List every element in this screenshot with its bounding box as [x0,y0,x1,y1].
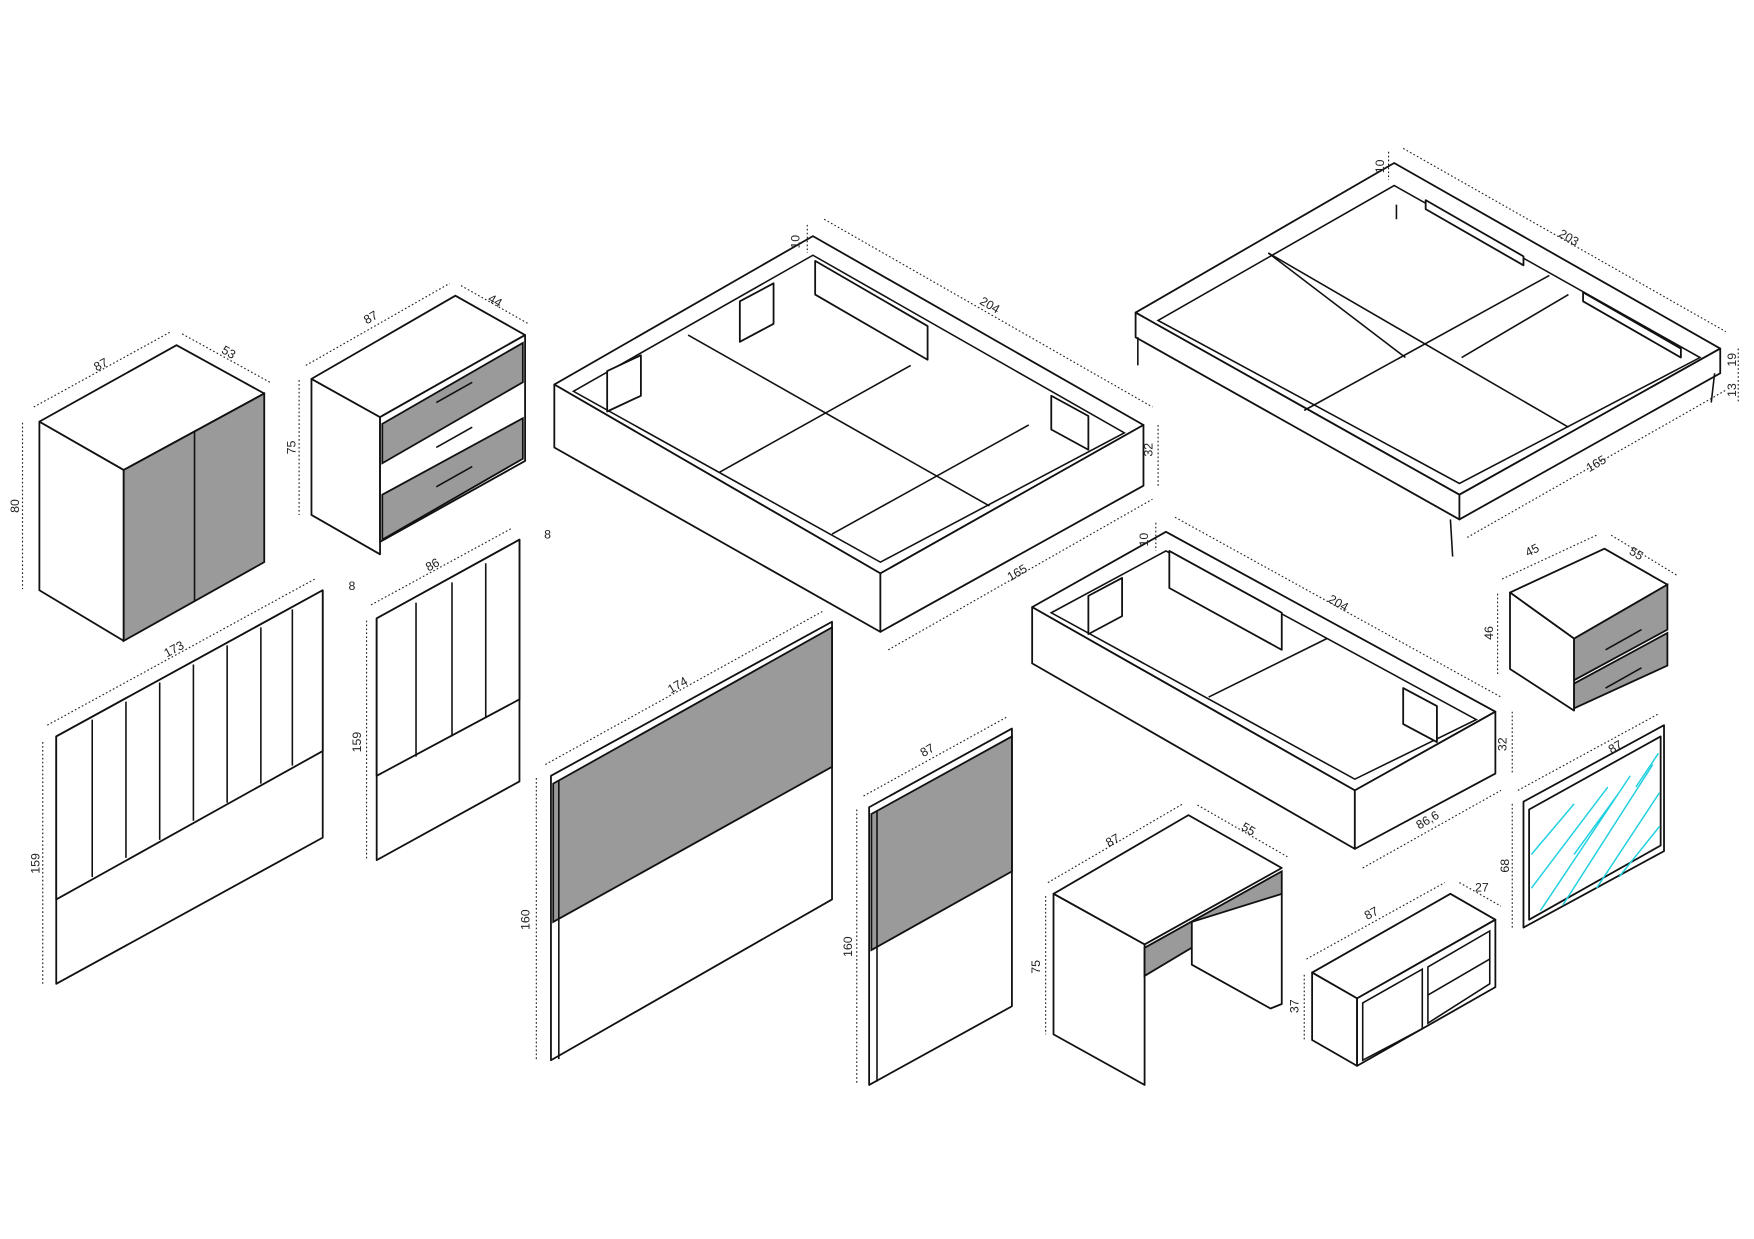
hb-plain-wide-width-label: 174 [665,674,690,696]
desk-width-label: 87 [1103,831,1122,850]
nightstand-depth-label: 55 [1627,544,1646,563]
bed-double-headboard-label: 10 [788,235,802,249]
shelf-width-label: 87 [1362,904,1381,923]
chest-depth-label: 44 [486,291,505,310]
bed-single-headboard-label: 10 [1137,533,1151,547]
wardrobe-width-label: 87 [92,355,111,374]
nightstand: 45 55 46 [1482,534,1678,712]
hb-narrow-width-label: 86 [423,555,442,574]
wardrobe-height-label: 80 [8,499,22,513]
hb-wide-depth-label: 8 [349,579,356,593]
headboard-vertical-narrow: 86 8 159 [350,527,551,862]
mirror-width-label: 87 [1606,737,1625,756]
nightstand-height-label: 46 [1482,626,1496,640]
wardrobe: 87 53 80 [8,331,271,643]
mirror: 87 68 [1498,713,1665,929]
nightstand-width-label: 45 [1523,541,1542,560]
chest-height-label: 75 [285,440,299,454]
desk: 87 55 75 [1029,803,1288,1086]
wardrobe-depth-label: 53 [219,343,238,362]
headboard-plain-wide: 174 160 [518,610,833,1062]
shelf-height-label: 37 [1288,999,1302,1013]
hb-narrow-height-label: 159 [350,732,364,753]
hb-wide-height-label: 159 [28,853,42,874]
bed-double-width-label: 165 [1005,561,1030,583]
mirror-height-label: 68 [1498,859,1512,873]
frame-width-label: 165 [1584,452,1609,474]
hb-narrow-depth-label: 8 [544,527,551,541]
chest-width-label: 87 [361,308,380,327]
storage-bed-single: 10 204 32 86,6 [1031,516,1513,869]
hb-plain-wide-height-label: 160 [518,909,532,930]
frame-length-label: 203 [1556,227,1581,249]
bed-double-length-label: 204 [977,294,1002,316]
headboard-vertical-wide: 173 8 159 [28,578,356,985]
shelf-depth-label: 27 [1475,880,1489,894]
desk-height-label: 75 [1029,960,1043,974]
hb-wide-width-label: 173 [162,638,187,660]
shelf: 87 27 37 [1288,880,1502,1067]
frame-height-label: 19 [1725,353,1739,367]
bed-frame-legs: 10 203 19 13 165 [1134,147,1739,557]
bed-single-height-label: 32 [1496,737,1510,751]
frame-leg-height-label: 13 [1725,383,1739,397]
bed-single-length-label: 204 [1326,592,1351,614]
hb-plain-narrow-height-label: 160 [841,936,855,957]
bed-double-height-label: 32 [1141,443,1155,457]
storage-bed-double: 10 204 32 165 [553,218,1159,651]
chest-of-drawers: 87 44 75 [285,282,529,556]
desk-depth-label: 55 [1239,820,1258,839]
hb-plain-narrow-width-label: 87 [918,741,937,760]
frame-headboard-label: 10 [1373,159,1387,173]
headboard-plain-narrow: 87 160 [841,716,1013,1086]
